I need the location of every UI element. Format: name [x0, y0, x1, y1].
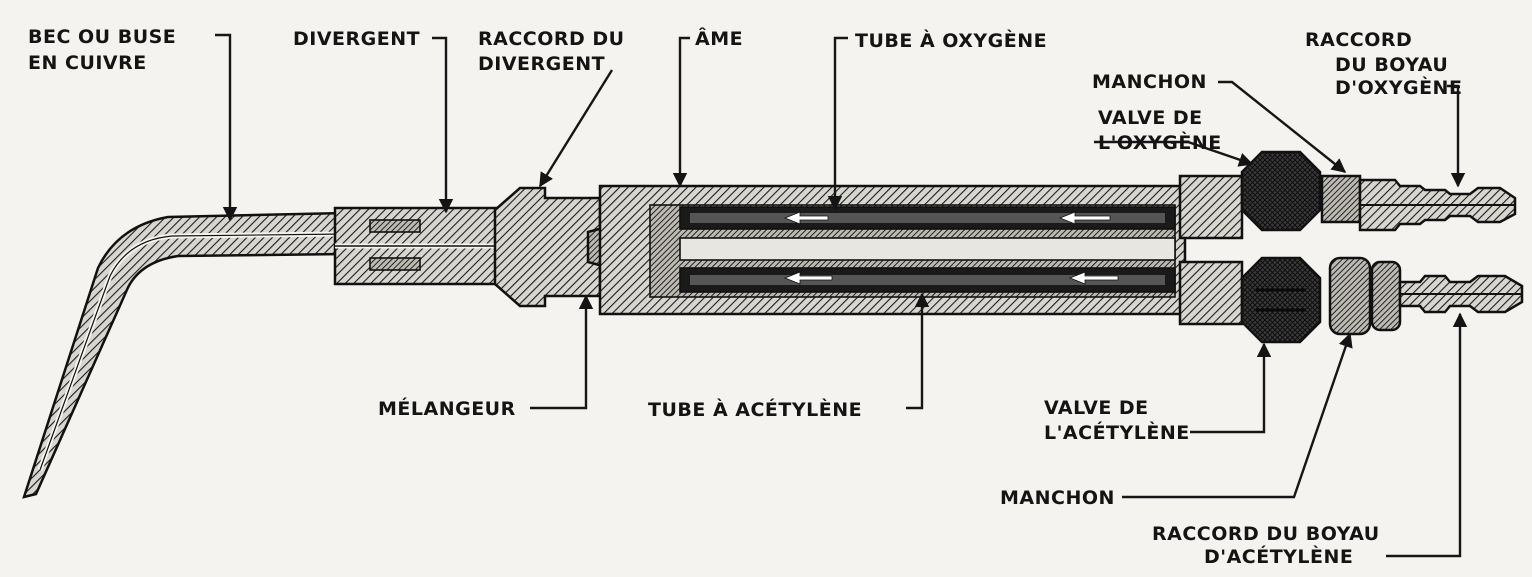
leader-tube-acetylene [906, 292, 930, 410]
flow-arrow [1058, 211, 1111, 225]
label-raccord: RACCORD [1305, 29, 1412, 51]
acetylene-sleeve [1328, 256, 1372, 336]
label-divergent: DIVERGENT [293, 28, 420, 50]
oxygen-sleeve [1320, 174, 1362, 224]
leader-manchon-bottom [1122, 332, 1353, 499]
label-raccord-du-boyau: RACCORD DU BOYAU [1152, 523, 1380, 545]
central-passage [679, 237, 1176, 261]
label-l-oxygene: L'OXYGÈNE [1098, 131, 1222, 154]
leader-raccord-boyau-oxygene [1447, 84, 1466, 188]
leader-divergent [432, 36, 454, 214]
acetylene-valve [1240, 256, 1322, 344]
leader-lines [215, 33, 1468, 558]
labels: BEC OU BUSE EN CUIVRE DIVERGENT RACCORD … [28, 26, 1462, 568]
label-en-cuivre: EN CUIVRE [28, 52, 147, 74]
label-valve-de-oxygene: VALVE DE [1098, 107, 1203, 129]
label-tube-acetylene: TUBE À ACÉTYLÈNE [648, 398, 862, 421]
leader-tube-oxygene [827, 36, 848, 211]
leader-ame [672, 36, 690, 188]
leader-melangeur [530, 294, 594, 410]
label-bec-ou-buse: BEC OU BUSE [28, 26, 176, 48]
rear-block-acetylene [1178, 260, 1244, 326]
divergent-coupling-nut [493, 186, 602, 308]
label-du-boyau: DU BOYAU [1335, 54, 1448, 76]
rear-block-oxygen [1178, 174, 1244, 240]
leader-valve-oxygene [1094, 140, 1254, 167]
label-raccord-du: RACCORD DU [478, 28, 625, 50]
label-tube-oxygene: TUBE À OXYGÈNE [855, 29, 1047, 52]
label-ame: ÂME [695, 27, 743, 50]
oxygen-valve [1240, 150, 1322, 232]
flow-arrows [783, 211, 1119, 285]
label-d-acetylene: D'ACÉTYLÈNE [1204, 545, 1353, 568]
flow-arrow [783, 271, 833, 285]
copper-tip-nozzle [22, 211, 347, 499]
leader-raccord-boyau-acetylene [1386, 312, 1468, 558]
label-l-acetylene: L'ACÉTYLÈNE [1044, 421, 1190, 444]
label-manchon-bottom: MANCHON [1000, 487, 1115, 509]
leader-bec [215, 33, 238, 222]
leader-raccord-divergent [538, 69, 614, 188]
flow-arrow [783, 211, 829, 225]
flow-arrow [1068, 271, 1119, 285]
label-divergent-2: DIVERGENT [478, 53, 605, 75]
label-manchon-top: MANCHON [1092, 71, 1207, 93]
label-d-oxygene: D'OXYGÈNE [1335, 76, 1462, 99]
torch-body [22, 150, 1524, 499]
label-melangeur: MÉLANGEUR [378, 397, 516, 420]
leader-valve-acetylene [1190, 342, 1272, 434]
leader-manchon-top [1218, 80, 1347, 173]
label-valve-de-acetylene: VALVE DE [1044, 397, 1149, 419]
